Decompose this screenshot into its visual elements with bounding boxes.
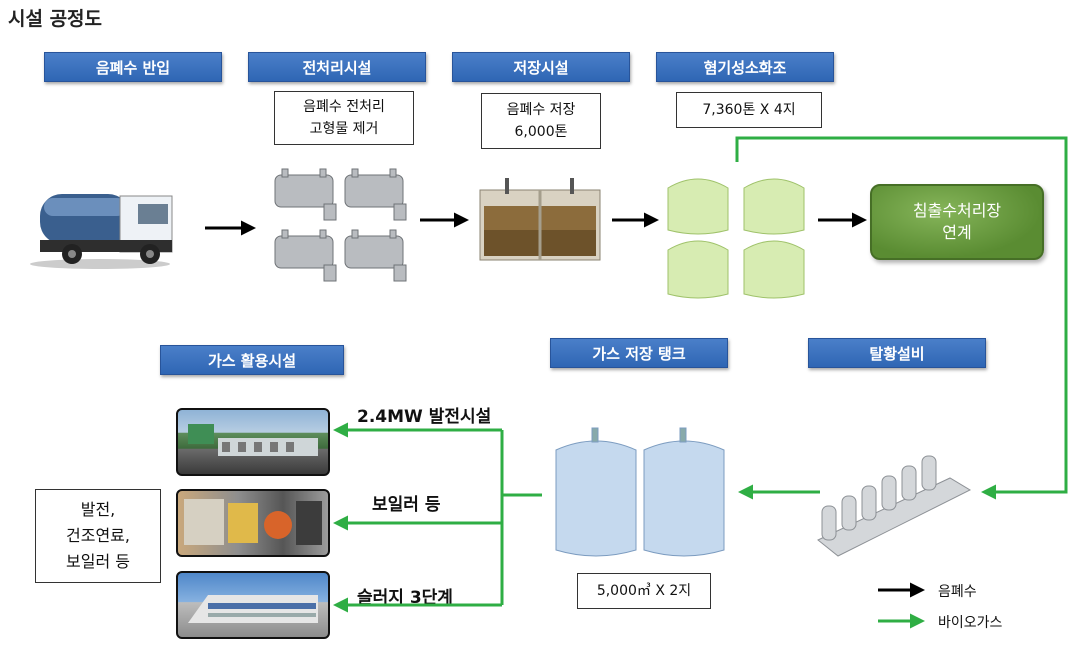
digester-tank-icon — [667, 178, 805, 299]
use-power-label: 2.4MW 발전시설 — [357, 407, 492, 427]
digester-note-box: 7,360톤 X 4지 — [676, 92, 822, 128]
truck-icon — [30, 194, 173, 269]
power-plant-icon — [188, 424, 318, 456]
digester-note: 7,360톤 X 4지 — [702, 102, 796, 118]
storage-tank-icon — [479, 178, 601, 261]
stage-gas-use-label: 가스 활용시설 — [207, 351, 297, 370]
storage-note-line1: 음폐수 저장 — [506, 102, 576, 118]
power-plant-photo — [176, 408, 330, 476]
usage-note-line1: 발전, — [80, 500, 116, 519]
stage-import-header: 음폐수 반입 — [44, 52, 222, 82]
gas-tank-note-box: 5,000㎥ X 2지 — [577, 573, 711, 609]
stage-pretreat-header: 전처리시설 — [248, 52, 426, 82]
pretreat-note-line2: 고형물 제거 — [309, 121, 379, 137]
sludge-facility-icon — [188, 595, 318, 623]
storage-note-line2: 6,000톤 — [514, 124, 568, 140]
stage-gas-tank-label: 가스 저장 탱크 — [592, 344, 686, 363]
legend-arrows — [878, 582, 925, 629]
stage-pretreat-label: 전처리시설 — [302, 58, 372, 77]
stage-storage-header: 저장시설 — [452, 52, 630, 82]
sludge-facility-photo — [176, 571, 330, 639]
usage-note-box: 발전, 건조연료, 보일러 등 — [35, 489, 161, 583]
gas-tank-icon — [555, 427, 725, 557]
use-sludge-label: 슬러지 3단계 — [357, 588, 453, 608]
use-boiler-label: 보일러 등 — [372, 495, 441, 515]
stage-desulfur-header: 탈황설비 — [808, 338, 986, 368]
leachate-line2: 연계 — [942, 223, 972, 242]
stage-gas-tank-header: 가스 저장 탱크 — [550, 338, 728, 368]
pretreat-note-box: 음폐수 전처리 고형물 제거 — [274, 91, 414, 145]
stage-digester-header: 혐기성소화조 — [656, 52, 834, 82]
stage-import-label: 음폐수 반입 — [95, 58, 171, 77]
separator-machine-icon — [274, 168, 407, 282]
usage-note-line2: 건조연료, — [66, 526, 130, 545]
legend-wastewater-label: 음폐수 — [938, 584, 977, 600]
usage-note-line3: 보일러 등 — [66, 552, 130, 571]
pretreat-note-line1: 음폐수 전처리 — [303, 99, 385, 115]
boiler-icon — [184, 499, 322, 545]
stage-gas-use-header: 가스 활용시설 — [160, 345, 344, 375]
storage-note-box: 음폐수 저장 6,000톤 — [481, 93, 601, 149]
gas-tank-note: 5,000㎥ X 2지 — [596, 583, 692, 599]
stage-desulfur-label: 탈황설비 — [869, 344, 925, 363]
page-title: 시설 공정도 — [8, 8, 103, 30]
boiler-photo — [176, 489, 330, 557]
biogas-arrows — [333, 136, 1068, 613]
leachate-line1: 침출수처리장 — [912, 201, 1002, 220]
desulfurizer-icon — [817, 455, 972, 557]
wastewater-arrows — [205, 212, 867, 236]
stage-storage-label: 저장시설 — [513, 58, 569, 77]
stage-digester-label: 혐기성소화조 — [703, 58, 787, 77]
legend-biogas-label: 바이오가스 — [938, 615, 1003, 631]
leachate-facility-box: 침출수처리장 연계 — [870, 184, 1044, 260]
